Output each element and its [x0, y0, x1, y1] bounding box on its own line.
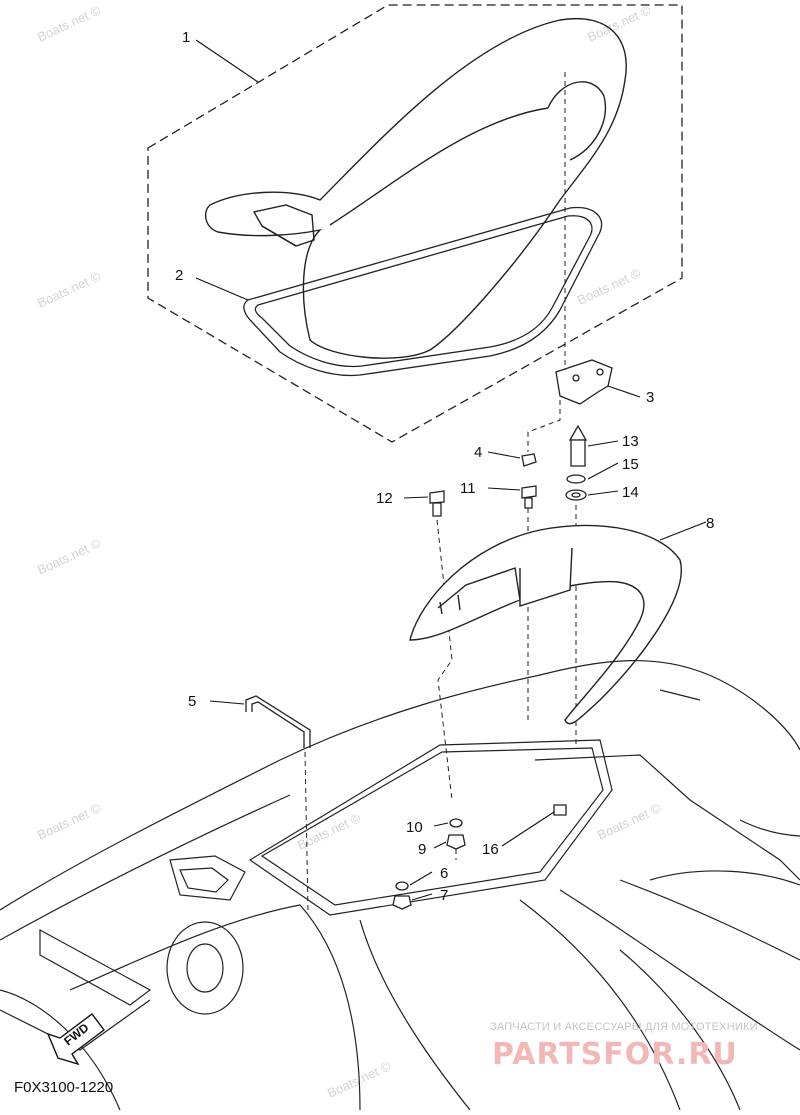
watermark: Boats.net ©	[35, 268, 103, 311]
callout-8: 8	[706, 515, 714, 532]
brand-subtitle: ЗАПЧАСТИ И АКСЕССУАРЫ ДЛЯ МОТОТЕХНИКИ	[490, 1021, 758, 1033]
figure-code: F0X3100-1220	[14, 1079, 113, 1096]
watermark: Boats.net ©	[35, 535, 103, 578]
stud-13	[568, 424, 588, 441]
arrow-icon	[46, 1013, 105, 1066]
nut-9	[446, 834, 466, 850]
bracket-part	[555, 359, 613, 405]
seat-assembly-boundary	[147, 4, 683, 443]
nut-7	[392, 895, 412, 910]
callout-1: 1	[182, 29, 190, 46]
callout-4: 4	[474, 444, 482, 461]
washer-10	[449, 818, 463, 828]
callout-12: 12	[376, 490, 393, 507]
leader-lines	[195, 39, 707, 901]
watermark: Boats.net ©	[595, 800, 663, 843]
watermark: Boats.net ©	[35, 2, 103, 45]
seat-part	[204, 18, 627, 359]
bolt-12	[429, 490, 445, 504]
callout-14: 14	[622, 484, 639, 501]
bolt-11	[521, 485, 537, 499]
callout-15: 15	[622, 456, 639, 473]
rod-part-5	[245, 695, 311, 748]
callout-5: 5	[188, 693, 196, 710]
bolt-4	[521, 453, 537, 467]
handle-part	[409, 524, 682, 725]
hull-body	[0, 660, 800, 1111]
watermark: Boats.net ©	[35, 800, 103, 843]
callout-16: 16	[482, 841, 499, 858]
callout-labels: 1 2 3 4 5 6 7 8 9 10 11 12 13 14 15 16	[175, 29, 714, 904]
washer-6	[395, 881, 409, 891]
watermark: Boats.net ©	[575, 265, 643, 308]
fwd-arrow: FWD	[46, 1013, 105, 1066]
callout-3: 3	[646, 389, 654, 406]
callout-2: 2	[175, 267, 183, 284]
brand-watermark: ЗАПЧАСТИ И АКСЕССУАРЫ ДЛЯ МОТОТЕХНИКИ PA…	[490, 1021, 758, 1072]
fastener-16	[553, 804, 567, 816]
brand-name: PARTSFOR.RU	[492, 1037, 738, 1072]
nut-group	[392, 804, 567, 910]
callout-6: 6	[440, 865, 448, 882]
fastener-group	[429, 424, 588, 517]
callout-13: 13	[622, 433, 639, 450]
callout-10: 10	[406, 819, 423, 836]
seat-frame-part	[243, 206, 603, 377]
washer-15	[566, 474, 586, 484]
callout-9: 9	[418, 841, 426, 858]
callout-11: 11	[460, 480, 476, 497]
callout-7: 7	[440, 887, 448, 904]
